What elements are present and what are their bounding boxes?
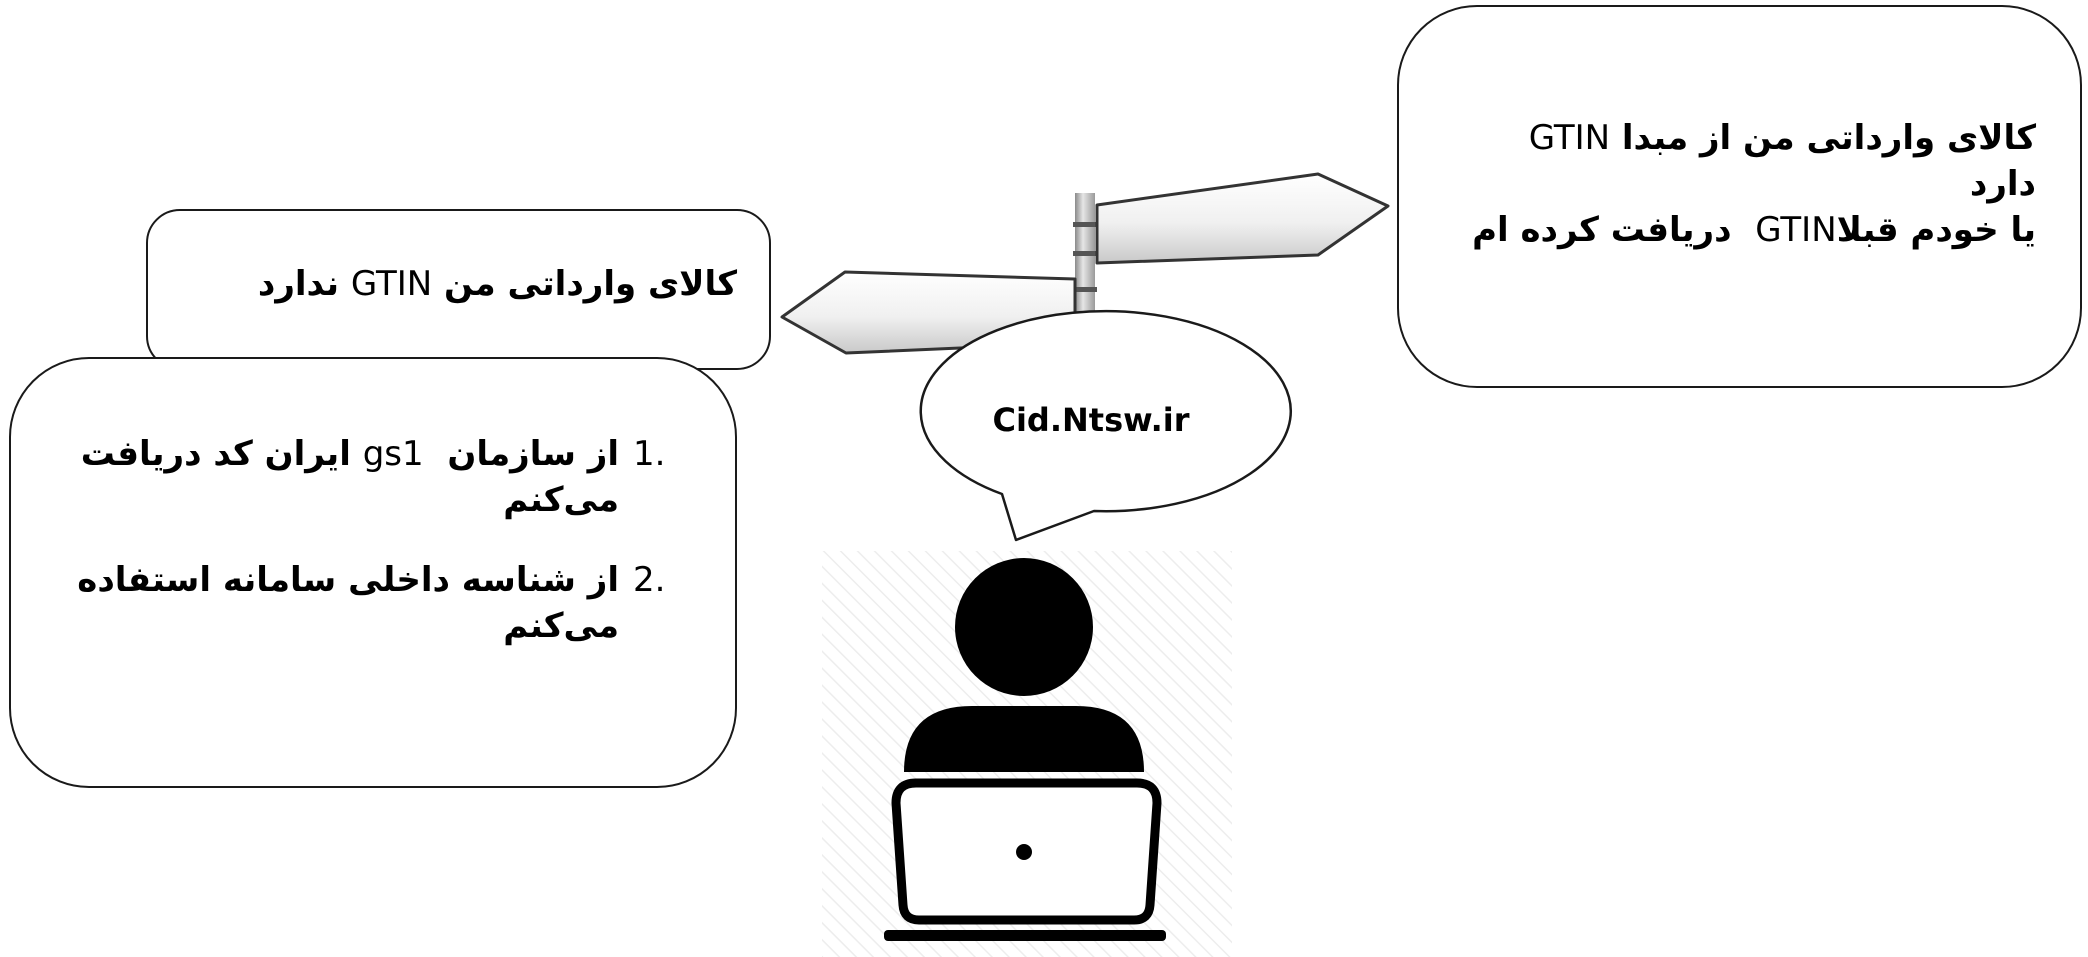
option-item-2: 2. از شناسه داخلی سامانه استفاده می‌کنم [51, 557, 691, 649]
option-item-1: 1. از سازمان gs1 ایران کد دریافت می‌کنم [51, 431, 691, 523]
speech-bubble-url: Cid.Ntsw.ir [992, 401, 1190, 439]
right-box-line-1: کالای وارداتی من از مبدا GTIN [1528, 118, 2036, 158]
imported-goods-has-gtin-box: کالای وارداتی من از مبدا GTIN دارد یا خو… [1397, 5, 2082, 388]
right-box-line-2: دارد [1969, 164, 2036, 204]
options-box: 1. از سازمان gs1 ایران کد دریافت می‌کنم … [9, 357, 737, 788]
user-at-laptop-icon [822, 551, 1232, 957]
imported-goods-no-gtin-box: کالای وارداتی من GTIN ندارد [146, 209, 771, 370]
speech-bubble [919, 309, 1292, 542]
option-text: از شناسه داخلی سامانه استفاده می‌کنم [77, 560, 619, 646]
option-text: از سازمان gs1 ایران کد دریافت می‌کنم [80, 434, 619, 520]
option-number: 2. [633, 560, 666, 600]
left-head-text: کالای وارداتی من GTIN ندارد [257, 263, 737, 304]
option-number: 1. [633, 434, 666, 474]
signpost-icon [780, 172, 1390, 355]
right-box-line-3: یا خودم قبلاGTIN دریافت کرده ام [1472, 210, 2036, 250]
